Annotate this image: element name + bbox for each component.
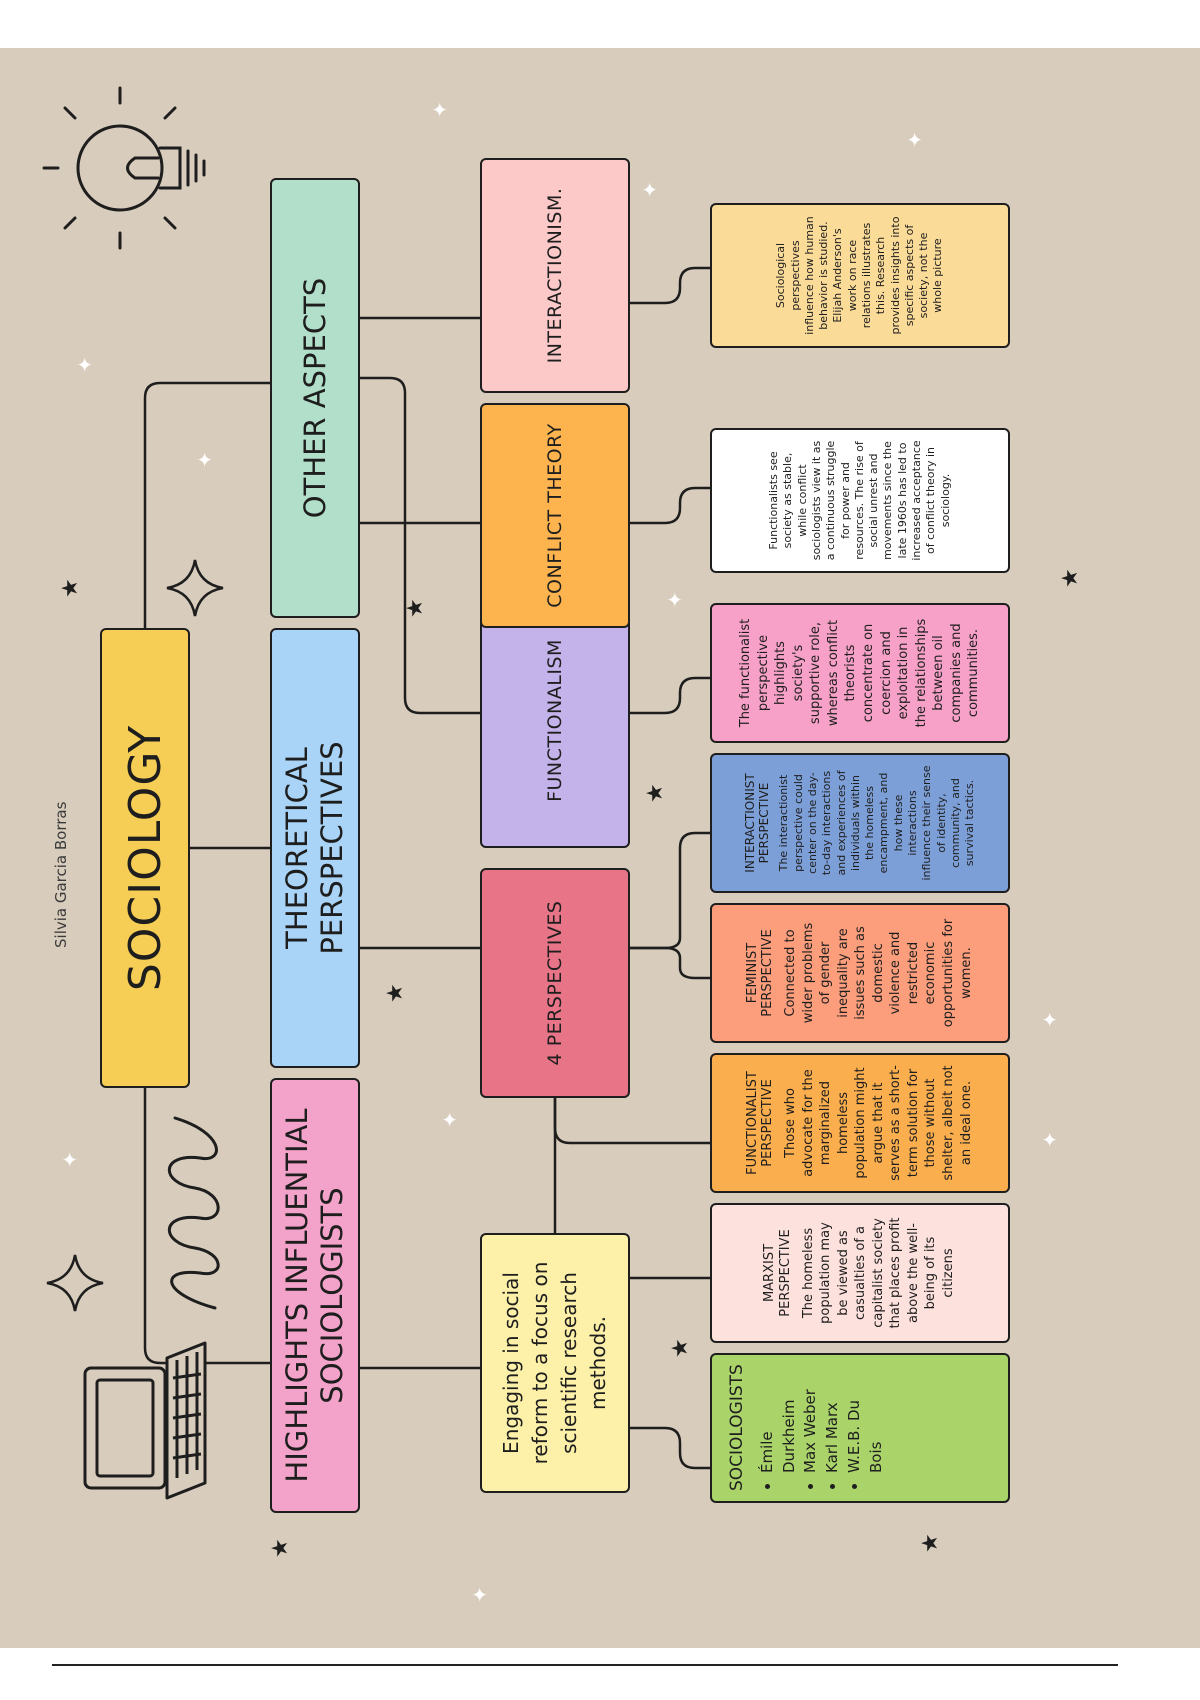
star-icon: ★ <box>668 1338 693 1358</box>
sociologist-name: Max Weber <box>800 1365 822 1473</box>
four-perspectives-node: 4 PERSPECTIVES <box>480 868 630 1098</box>
connector-conflict-detail <box>628 486 712 525</box>
star-icon: ✦ <box>903 131 927 148</box>
connector-highlights <box>143 1086 272 1365</box>
lightbulb-icon <box>42 86 206 250</box>
marxist-perspective-text: The homeless population may be viewed as… <box>800 1217 956 1329</box>
star-icon: ✦ <box>428 101 452 118</box>
connector-other <box>143 381 272 630</box>
star-icon: ✦ <box>663 591 687 608</box>
squiggle-icon <box>167 1116 220 1310</box>
star-icon: ★ <box>403 598 428 618</box>
branch-other-aspects: OTHER ASPECTS <box>270 178 360 618</box>
connector-interactionist <box>628 831 712 950</box>
connector-functionalism <box>358 376 482 715</box>
laptop-icon <box>83 1341 207 1500</box>
marxist-perspective-card: MARXIST PERSPECTIVE The homeless populat… <box>710 1203 1010 1343</box>
star-icon: ★ <box>918 1533 943 1553</box>
star-icon: ✦ <box>58 1151 82 1168</box>
star-icon: ✦ <box>193 451 217 468</box>
connector-func-detail <box>628 676 712 715</box>
star-icon: ✦ <box>1038 1131 1062 1148</box>
connector-inter-detail <box>628 266 712 305</box>
author-name: Silvia Garcia Borras <box>52 801 70 948</box>
sparkle-icon <box>46 1254 104 1312</box>
interactionism-detail-card: Sociological perspectives influence how … <box>710 203 1010 348</box>
star-icon: ★ <box>1058 568 1083 588</box>
star-icon: ✦ <box>438 1111 462 1128</box>
star-icon: ✦ <box>73 356 97 373</box>
mind-map-canvas: Silvia Garcia Borras SOCIOLOGY HIGHLIGHT… <box>0 48 1200 1648</box>
interactionist-perspective-title: INTERACTIONIST PERSPECTIVE <box>742 773 771 873</box>
sociologist-name: Émile Durkheim <box>757 1365 801 1473</box>
star-icon: ★ <box>383 983 408 1003</box>
sociologists-list: Émile Durkheim Max Weber Karl Marx W.E.B… <box>757 1365 888 1491</box>
interactionist-perspective-text: The interactionist perspective could cen… <box>777 765 977 881</box>
star-icon: ✦ <box>638 181 662 198</box>
page-divider <box>52 1664 1118 1666</box>
connector-feminist <box>628 946 712 980</box>
main-title-sociology: SOCIOLOGY <box>100 628 190 1088</box>
sociologist-name: Karl Marx <box>822 1365 844 1473</box>
functionalism-detail-card: The functionalist perspective highlights… <box>710 603 1010 743</box>
branch-theoretical-perspectives: THEORETICAL PERSPECTIVES <box>270 628 360 1068</box>
interactionism-node: INTERACTIONISM. <box>480 158 630 393</box>
star-icon: ★ <box>58 578 83 598</box>
feminist-perspective-text: Connected to wider problems of gender in… <box>783 918 974 1028</box>
interactionist-perspective-card: INTERACTIONIST PERSPECTIVE The interacti… <box>710 753 1010 893</box>
feminist-perspective-title: FEMINIST PERSPECTIVE <box>744 929 776 1017</box>
branch-highlights-influential-sociologists: HIGHLIGHTS INFLUENTIAL SOCIOLOGISTS <box>270 1078 360 1513</box>
marxist-perspective-title: MARXIST PERSPECTIVE <box>762 1229 794 1317</box>
research-methods-note: Engaging in social reform to a focus on … <box>480 1233 630 1493</box>
star-icon: ✦ <box>468 1586 492 1603</box>
sociologists-title: SOCIOLOGISTS <box>727 1364 747 1491</box>
star-icon: ★ <box>643 783 668 803</box>
connector-functionalist <box>553 1046 712 1145</box>
star-icon: ★ <box>268 1538 293 1558</box>
star-icon: ✦ <box>1038 1011 1062 1028</box>
conflict-theory-detail-card: Functionalists see society as stable, wh… <box>710 428 1010 573</box>
functionalism-node: FUNCTIONALISM <box>480 593 630 848</box>
sociologists-card: SOCIOLOGISTS Émile Durkheim Max Weber Ka… <box>710 1353 1010 1503</box>
sparkle-icon <box>166 559 224 617</box>
conflict-theory-node: CONFLICT THEORY <box>480 403 630 628</box>
functionalist-perspective-text: Those who advocate for the marginalized … <box>783 1065 974 1181</box>
sociologist-name: W.E.B. Du Bois <box>844 1365 888 1473</box>
functionalist-perspective-card: FUNCTIONALIST PERSPECTIVE Those who advo… <box>710 1053 1010 1193</box>
feminist-perspective-card: FEMINIST PERSPECTIVE Connected to wider … <box>710 903 1010 1043</box>
connector-lines <box>143 266 712 1470</box>
mind-map-sheet: Silvia Garcia Borras SOCIOLOGY HIGHLIGHT… <box>0 48 1200 1648</box>
connector-sociologists <box>628 1426 712 1470</box>
functionalist-perspective-title: FUNCTIONALIST PERSPECTIVE <box>744 1071 776 1175</box>
